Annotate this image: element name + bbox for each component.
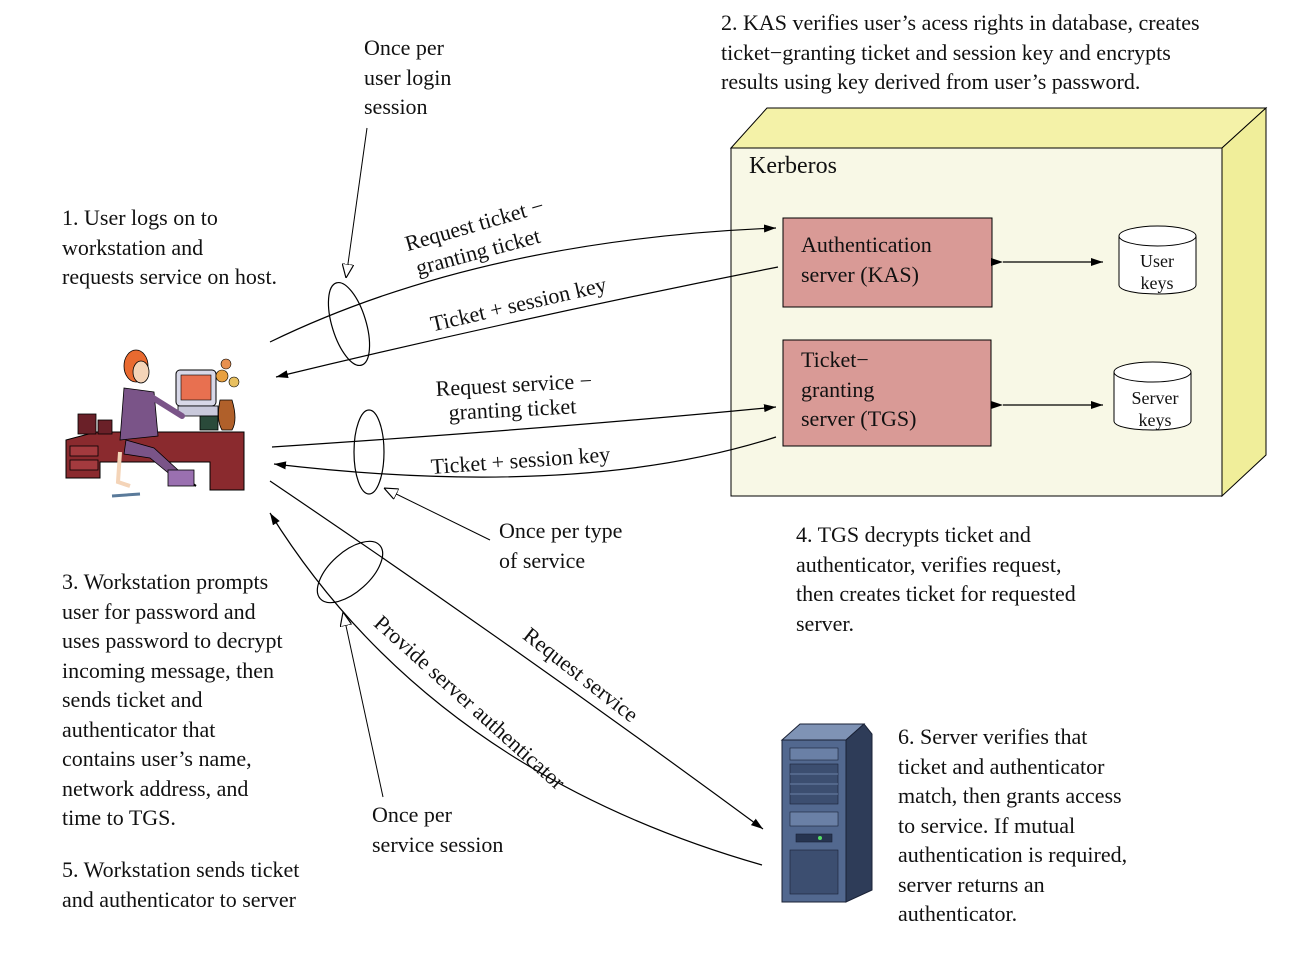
- user-keys-database: [1118, 225, 1197, 295]
- arrow-request-service: [269, 480, 764, 830]
- server-tower-illustration: [780, 723, 873, 903]
- step5-note: 5. Workstation sends ticket and authenti…: [62, 857, 300, 912]
- service-session-ellipse: [316, 540, 384, 604]
- service-type-pointer: [384, 488, 491, 541]
- workstation-user-illustration: [65, 349, 245, 498]
- step1-note: 1. User logs on to workstation and reque…: [62, 205, 278, 289]
- login-session-callout: Once per user login session: [364, 35, 452, 119]
- step6-note: 6. Server verifies that ticket and authe…: [898, 724, 1128, 926]
- server-keys-label: Server keys: [1131, 388, 1179, 430]
- service-type-callout: Once per type of service: [499, 518, 623, 573]
- kerberos-box-side: [1221, 106, 1267, 498]
- arrow-ticket-key-1: [275, 266, 779, 379]
- kas-label: Authentication server (KAS): [801, 232, 932, 287]
- arrow-request-stgt: [271, 404, 777, 448]
- kas-box: [782, 217, 993, 308]
- service-session-callout: Once per service session: [372, 802, 504, 857]
- server-keys-database: [1113, 361, 1192, 431]
- tgs-label: Ticket− granting server (TGS): [801, 347, 917, 431]
- login-session-ellipse: [327, 281, 371, 367]
- kerberos-box-top: [729, 107, 1268, 149]
- tgs-box: [782, 339, 992, 447]
- service-type-ellipse: [353, 409, 385, 495]
- user-keys-label: User keys: [1140, 251, 1174, 293]
- login-session-pointer: [346, 127, 368, 278]
- step2-note: 2. KAS verifies user’s acess rights in d…: [721, 10, 1200, 94]
- step4-note: 4. TGS decrypts ticket and authenticator…: [796, 522, 1076, 636]
- kerberos-title: Kerberos: [749, 153, 837, 179]
- service-session-pointer: [343, 612, 384, 798]
- step3-note: 3. Workstation prompts user for password…: [62, 569, 283, 830]
